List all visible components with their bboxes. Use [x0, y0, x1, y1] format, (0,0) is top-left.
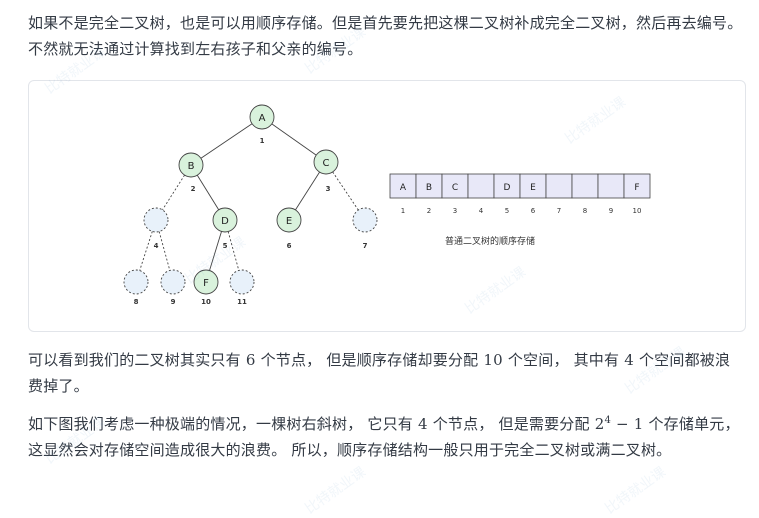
- array-cell-label: E: [530, 183, 536, 193]
- array-index-label: 10: [633, 207, 642, 215]
- tree-node: [178, 152, 204, 178]
- array-index-label: 9: [609, 207, 613, 215]
- paragraph-extreme-text-2: 个节点， 但是需要分配: [432, 415, 590, 433]
- tree-node-label: D: [221, 216, 229, 227]
- extreme-node-count: 4: [417, 415, 428, 433]
- tree-node-index: 3: [326, 185, 331, 193]
- tree-node-index: 7: [363, 242, 368, 250]
- paragraph-intro-text: 如果不是完全二叉树，也是可以用顺序存储。但是首先要先把这棵二叉树补成完全二叉树，…: [28, 14, 743, 58]
- tree-node-label: F: [203, 278, 209, 289]
- tree-node-label: E: [286, 216, 292, 227]
- tree-node-label: A: [259, 113, 266, 124]
- tree-edge: [271, 123, 317, 156]
- tree-edge: [196, 174, 220, 211]
- array-index-label: 8: [583, 207, 587, 215]
- tree-node-index: 9: [171, 298, 176, 306]
- tree-node: [193, 269, 219, 295]
- paragraph-waste-text-4: 个空间都被浪费掉了。: [28, 351, 731, 395]
- tree-node: [313, 149, 339, 175]
- paragraph-extreme-text-1: 如下图我们考虑一种极端的情况，一棵树右斜树， 它只有: [28, 415, 413, 433]
- watermark: 比特就业课: [602, 464, 669, 518]
- tree-node-index: 2: [191, 185, 196, 193]
- formula-exponent: 4: [604, 415, 612, 426]
- array-index-label: 4: [479, 207, 484, 215]
- array-cell-label: A: [400, 183, 407, 193]
- tree-edge: [200, 123, 253, 159]
- figure-caption: 普通二叉树的顺序存储: [445, 235, 535, 247]
- tree-node-placeholder: [123, 269, 149, 295]
- formula: 24 − 1: [590, 415, 649, 433]
- array-index-label: 2: [427, 207, 431, 215]
- wasted-count: 4: [624, 351, 634, 369]
- tree-node: [276, 207, 302, 233]
- array-index-label: 5: [505, 207, 509, 215]
- watermark: 比特就业课: [302, 464, 369, 518]
- tree-edge: [295, 171, 320, 211]
- paragraph-extreme-text-3: 个存储单元， 这显然会对存储空间造成很大的浪费。 所以，顺序存储结构一般只用于完…: [28, 415, 740, 459]
- tree-node-placeholder: [143, 207, 169, 233]
- array-cell: [597, 173, 625, 199]
- tree-edge: [227, 231, 240, 271]
- tree-edge: [158, 231, 171, 271]
- array-cell-label: C: [452, 183, 458, 193]
- tree-node-placeholder: [352, 207, 378, 233]
- tree-node-placeholder: [229, 269, 255, 295]
- paragraph-waste-text-3: 个空间， 其中有: [507, 351, 620, 369]
- array-cell: [467, 173, 495, 199]
- tree-node: [212, 207, 238, 233]
- tree-edge: [209, 231, 222, 271]
- tree-node-index: 4: [154, 242, 159, 250]
- tree-node-index: 6: [287, 242, 292, 250]
- array-cell-label: B: [426, 183, 432, 193]
- array-cell-label: D: [504, 183, 511, 193]
- tree-edge: [162, 174, 185, 211]
- array-cell: [623, 173, 651, 199]
- tree-node-index: 11: [237, 298, 247, 306]
- tree-node: [249, 104, 275, 130]
- formula-base: 2: [594, 415, 605, 433]
- paragraph-waste-text-1: 可以看到我们的二叉树其实只有: [28, 351, 241, 369]
- array-cell: [545, 173, 573, 199]
- tree-node-index: 8: [134, 298, 139, 306]
- array-index-label: 3: [453, 207, 457, 215]
- array-cell: [493, 173, 521, 199]
- tree-edge: [139, 231, 153, 271]
- tree-node-index: 5: [223, 242, 228, 250]
- array-index-label: 7: [557, 207, 561, 215]
- node-count: 6: [245, 351, 256, 369]
- tree-node-index: 10: [201, 298, 211, 306]
- array-index-label: 1: [401, 207, 405, 215]
- array-index-label: 6: [531, 207, 536, 215]
- array-cell-label: F: [634, 183, 639, 193]
- tree-node-index: 1: [260, 137, 265, 145]
- tree-node-placeholder: [160, 269, 186, 295]
- array-cell: [571, 173, 599, 199]
- paragraph-waste-text-2: 个节点， 但是顺序存储却要分配: [260, 351, 479, 369]
- tree-node-label: C: [323, 158, 330, 169]
- paragraph-intro: 如果不是完全二叉树，也是可以用顺序存储。但是首先要先把这棵二叉树补成完全二叉树，…: [28, 10, 744, 62]
- tree-node-label: B: [188, 161, 195, 172]
- array-cell: [415, 173, 443, 199]
- space-count: 10: [483, 351, 503, 369]
- tree-edge: [332, 171, 359, 211]
- formula-tail: − 1: [611, 415, 644, 433]
